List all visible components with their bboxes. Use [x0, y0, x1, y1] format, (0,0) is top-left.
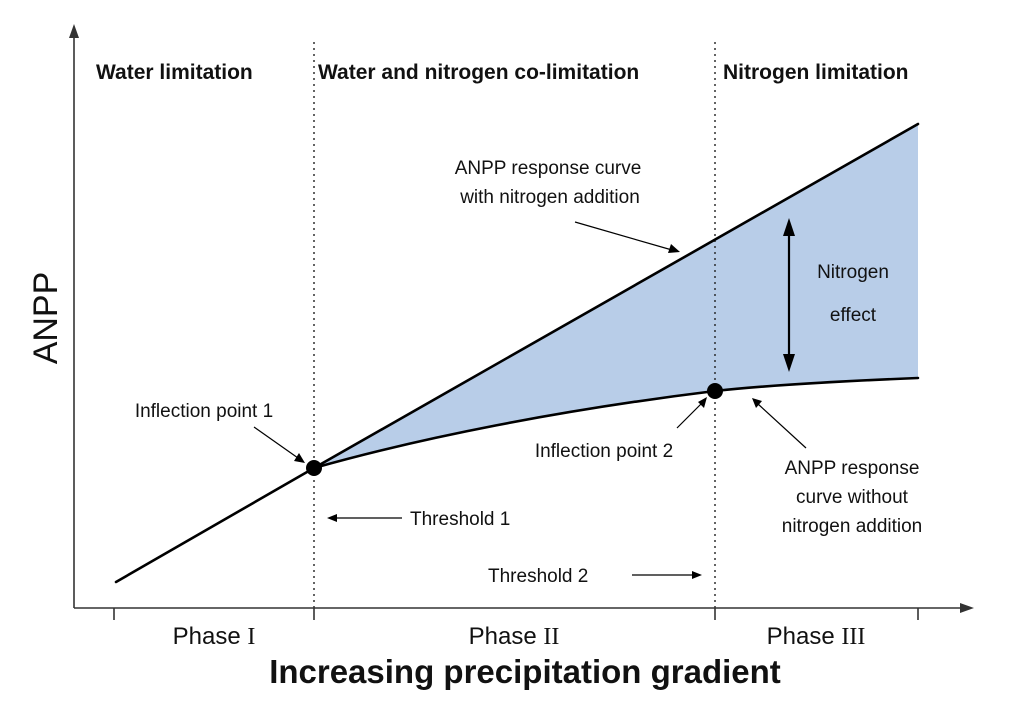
- phase-label-2: Phase II: [469, 623, 560, 650]
- region-label-nitrogen: Nitrogen limitation: [723, 61, 909, 84]
- x-axis-title: Increasing precipitation gradient: [269, 653, 781, 690]
- phase-label-3: Phase III: [767, 623, 866, 650]
- annotation-without-nitrogen-line1: ANPP response: [785, 458, 920, 479]
- pointer-without-nitrogen-head: [752, 398, 762, 408]
- pointer-inflection-1-head: [294, 453, 305, 463]
- phase-label-2-word: Phase: [469, 623, 537, 650]
- y-axis-arrowhead: [69, 24, 79, 38]
- annotation-with-nitrogen-line2: with nitrogen addition: [459, 187, 640, 208]
- pointer-without-nitrogen: [757, 403, 807, 449]
- nitrogen-effect-arrowhead-top: [783, 218, 795, 236]
- pointer-with-nitrogen-head: [668, 244, 680, 253]
- pointer-threshold-1-head: [327, 514, 337, 522]
- inflection-point-1-marker: [306, 460, 322, 476]
- nitrogen-effect-label-line1: Nitrogen: [817, 262, 889, 283]
- inflection-point-2-marker: [707, 383, 723, 399]
- region-label-co-limitation: Water and nitrogen co-limitation: [318, 61, 639, 84]
- annotation-with-nitrogen-line1: ANPP response curve: [455, 158, 642, 179]
- phase-label-2-numeral: II: [543, 624, 559, 650]
- pointer-inflection-2: [676, 402, 703, 429]
- y-axis-title: ANPP: [27, 272, 65, 365]
- annotation-threshold-1: Threshold 1: [410, 509, 510, 530]
- region-label-water: Water limitation: [96, 61, 253, 84]
- pointer-with-nitrogen: [574, 221, 673, 251]
- x-axis-arrowhead: [960, 603, 974, 613]
- nitrogen-effect-arrowhead-bottom: [783, 354, 795, 372]
- annotation-inflection-2: Inflection point 2: [535, 441, 673, 462]
- nitrogen-effect-label-line2: effect: [830, 305, 877, 326]
- phase-label-1: Phase I: [173, 623, 256, 650]
- phase-label-1-numeral: I: [247, 624, 255, 650]
- phase-label-3-numeral: III: [841, 624, 865, 650]
- phase-label-1-word: Phase: [173, 623, 241, 650]
- pointer-inflection-1: [253, 426, 299, 459]
- curve-without-nitrogen: [312, 376, 920, 470]
- annotation-without-nitrogen-line3: nitrogen addition: [782, 516, 923, 537]
- annotation-inflection-1: Inflection point 1: [135, 401, 273, 422]
- pointer-inflection-2-head: [698, 397, 707, 408]
- phase-label-3-word: Phase: [767, 623, 835, 650]
- annotation-without-nitrogen-line2: curve without: [796, 487, 909, 508]
- pointer-threshold-2-head: [692, 571, 702, 579]
- annotation-threshold-2: Threshold 2: [488, 566, 588, 587]
